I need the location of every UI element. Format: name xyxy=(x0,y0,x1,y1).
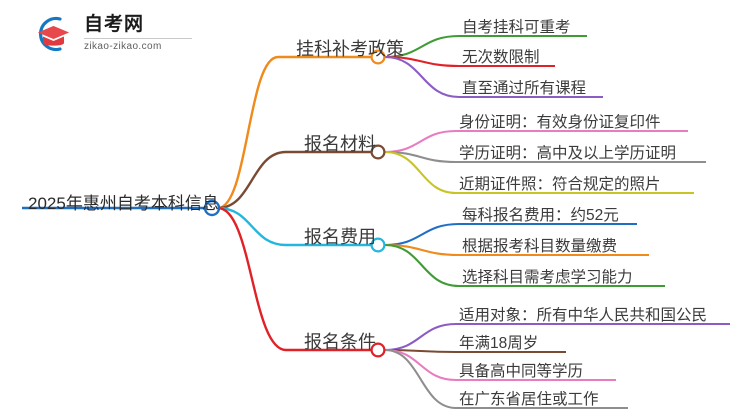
leaf-label[interactable]: 选择科目需考虑学习能力 xyxy=(462,269,633,286)
mindmap-underlines xyxy=(22,34,730,410)
mindmap-edges xyxy=(216,34,461,410)
logo-subtitle: zikao-zikao.com xyxy=(84,37,192,53)
logo-mark-icon xyxy=(30,14,76,54)
leaf-edge xyxy=(383,150,458,195)
logo-glyph-icon xyxy=(38,16,69,52)
leaf-edge xyxy=(383,322,458,352)
branch-edge xyxy=(216,206,373,352)
branch-label[interactable]: 报名材料 xyxy=(304,134,376,154)
branch-label[interactable]: 报名条件 xyxy=(304,332,376,352)
leaf-label[interactable]: 学历证明：高中及以上学历证明 xyxy=(459,145,677,162)
branch-label[interactable]: 报名费用 xyxy=(304,227,376,247)
leaf-edge xyxy=(383,348,458,410)
root-node-circle xyxy=(203,199,221,217)
leaf-label[interactable]: 每科报名费用：约52元 xyxy=(462,207,619,224)
branch-label[interactable]: 挂科补考政策 xyxy=(296,39,404,59)
branch-edge xyxy=(216,206,373,247)
branch-edge xyxy=(216,55,373,210)
leaf-label[interactable]: 年满18周岁 xyxy=(459,335,539,352)
leaf-label[interactable]: 自考挂科可重考 xyxy=(462,19,571,36)
leaf-label[interactable]: 适用对象：所有中华人民共和国公民 xyxy=(459,307,708,324)
leaf-edge xyxy=(383,243,461,288)
logo-title: 自考网 xyxy=(84,14,145,36)
branch-node-circle xyxy=(370,237,386,253)
logo-text: 自考网 zikao-zikao.com xyxy=(84,15,192,53)
leaf-label[interactable]: 具备高中同等学历 xyxy=(459,363,584,380)
mindmap-nodes xyxy=(203,49,386,358)
branch-node-circle xyxy=(370,144,386,160)
leaf-edge xyxy=(383,129,458,154)
leaf-label[interactable]: 根据报考科目数量缴费 xyxy=(462,238,618,255)
site-logo: 自考网 zikao-zikao.com xyxy=(30,14,192,54)
leaf-edge xyxy=(383,222,461,247)
branch-node-circle xyxy=(370,342,386,358)
leaf-label[interactable]: 在广东省居住或工作 xyxy=(459,391,599,408)
leaf-label[interactable]: 直至通过所有课程 xyxy=(462,80,587,97)
leaf-edge xyxy=(383,55,461,99)
leaf-edge xyxy=(383,348,458,382)
branch-node-circle xyxy=(370,49,386,65)
leaf-label[interactable]: 近期证件照：符合规定的照片 xyxy=(459,176,661,193)
branch-edge xyxy=(216,150,373,210)
leaf-label[interactable]: 无次数限制 xyxy=(462,49,540,66)
leaf-label[interactable]: 身份证明：有效身份证复印件 xyxy=(459,114,661,131)
root-node-label[interactable]: 2025年惠州自考本科信息 xyxy=(28,194,219,213)
